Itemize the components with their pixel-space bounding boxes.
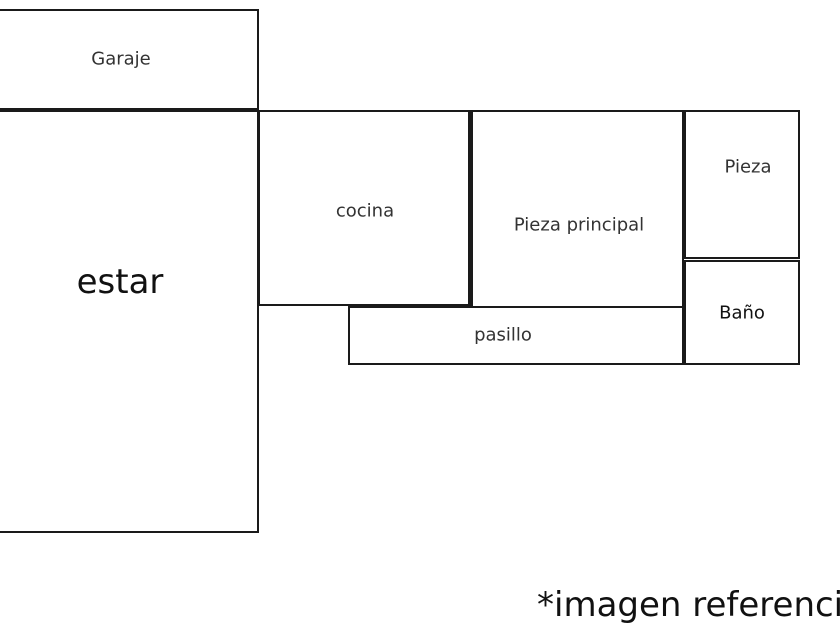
room-label-pieza: Pieza: [724, 156, 772, 178]
room-label-estar: estar: [76, 262, 164, 302]
room-bano: Baño: [684, 260, 800, 365]
room-pasillo: pasillo: [348, 306, 684, 365]
room-estar: estar: [0, 110, 259, 533]
room-label-pasillo: pasillo: [474, 324, 532, 346]
reference-image-note: *imagen referencial: [537, 585, 840, 625]
room-label-cocina: cocina: [335, 200, 395, 222]
room-label-bano: Baño: [719, 302, 765, 324]
room-label-garaje: Garaje: [91, 48, 151, 70]
room-label-pieza-principal: Pieza principal: [513, 214, 645, 236]
room-cocina: cocina: [258, 110, 471, 306]
room-pieza-principal: Pieza principal: [471, 110, 684, 308]
room-garaje: Garaje: [0, 9, 259, 110]
room-pieza: Pieza: [684, 110, 800, 259]
